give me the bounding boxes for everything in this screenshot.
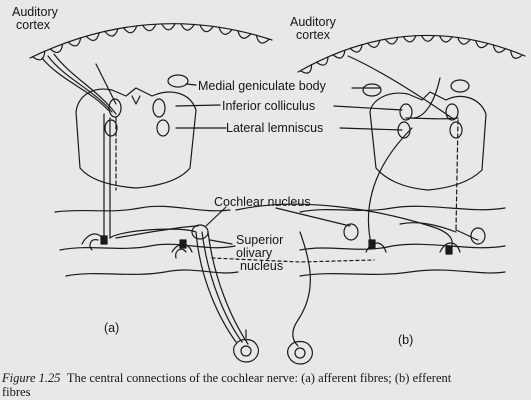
- brainstem-left: [75, 74, 197, 189]
- auditory-cortex-right-line1: Auditory: [290, 15, 336, 29]
- auditory-cortex-left-line2: cortex: [16, 18, 51, 32]
- gyrus: [315, 56, 329, 66]
- gyrus: [122, 25, 138, 34]
- gyrus: [104, 28, 119, 37]
- gyrus: [255, 34, 270, 44]
- gyrus: [49, 43, 64, 53]
- gyrus: [299, 64, 313, 74]
- gyrus: [402, 35, 417, 43]
- cortex-right: [297, 34, 526, 74]
- gyrus: [161, 23, 176, 31]
- medulla-right: [299, 205, 506, 277]
- cortex-left: [29, 23, 273, 61]
- superior-olivary-line2: olivary: [236, 246, 273, 260]
- superior-olivary-line1: Superior: [236, 233, 284, 247]
- figure-caption: Figure 1.25 The central connections of t…: [2, 371, 451, 385]
- brainstem-right: [362, 79, 487, 191]
- gyrus: [67, 37, 82, 47]
- caption-line1: The central connections of the cochlear …: [66, 371, 452, 385]
- auditory-cortex-left-line1: Auditory: [12, 5, 58, 19]
- gyrus: [349, 43, 363, 53]
- gyrus: [85, 32, 100, 41]
- gyrus: [384, 36, 399, 45]
- auditory-cortex-right-line2: cortex: [296, 28, 331, 42]
- gyrus: [457, 36, 471, 45]
- panel-b-label: (b): [398, 333, 414, 347]
- gyrus: [141, 23, 157, 32]
- gyrus: [237, 30, 252, 39]
- afferent-fibres: [41, 53, 249, 345]
- gyrus: [509, 49, 524, 59]
- gyrus: [218, 26, 233, 35]
- leader-lines: [175, 83, 403, 245]
- efferent-fibres: [235, 55, 479, 347]
- panel-a-label: (a): [104, 321, 120, 335]
- caption-line2: fibres: [2, 385, 31, 399]
- gyrus: [366, 39, 381, 48]
- lateral-lemniscus-label: Lateral lemniscus: [226, 121, 324, 135]
- medial-geniculate-body-label: Medial geniculate body: [198, 79, 326, 93]
- olivary-connector: [211, 257, 375, 263]
- gyrus: [492, 44, 507, 53]
- figure-number: Figure 1.25: [2, 371, 61, 385]
- gyrus: [475, 39, 489, 49]
- auditory-cortex-right-label: Auditory cortex: [290, 16, 336, 42]
- gyrus: [332, 49, 346, 59]
- gyrus: [199, 24, 214, 33]
- inferior-colliculus-label: Inferior colliculus: [222, 99, 316, 113]
- auditory-cortex-left-label: Auditory cortex: [12, 6, 58, 32]
- cochlea-right: [287, 340, 313, 365]
- medulla-left: [54, 205, 239, 277]
- superior-olivary-nucleus-label: Superior olivary nucleus: [236, 234, 283, 273]
- cochlea-left: [233, 329, 259, 363]
- gyrus: [420, 34, 435, 42]
- superior-olivary-line3: nucleus: [240, 259, 284, 273]
- cochlear-nucleus-left: [100, 224, 209, 249]
- cochlear-nucleus-label: Cochlear nucleus: [214, 195, 311, 209]
- gyrus: [438, 35, 453, 43]
- gyrus: [180, 23, 195, 31]
- gyrus: [31, 50, 46, 61]
